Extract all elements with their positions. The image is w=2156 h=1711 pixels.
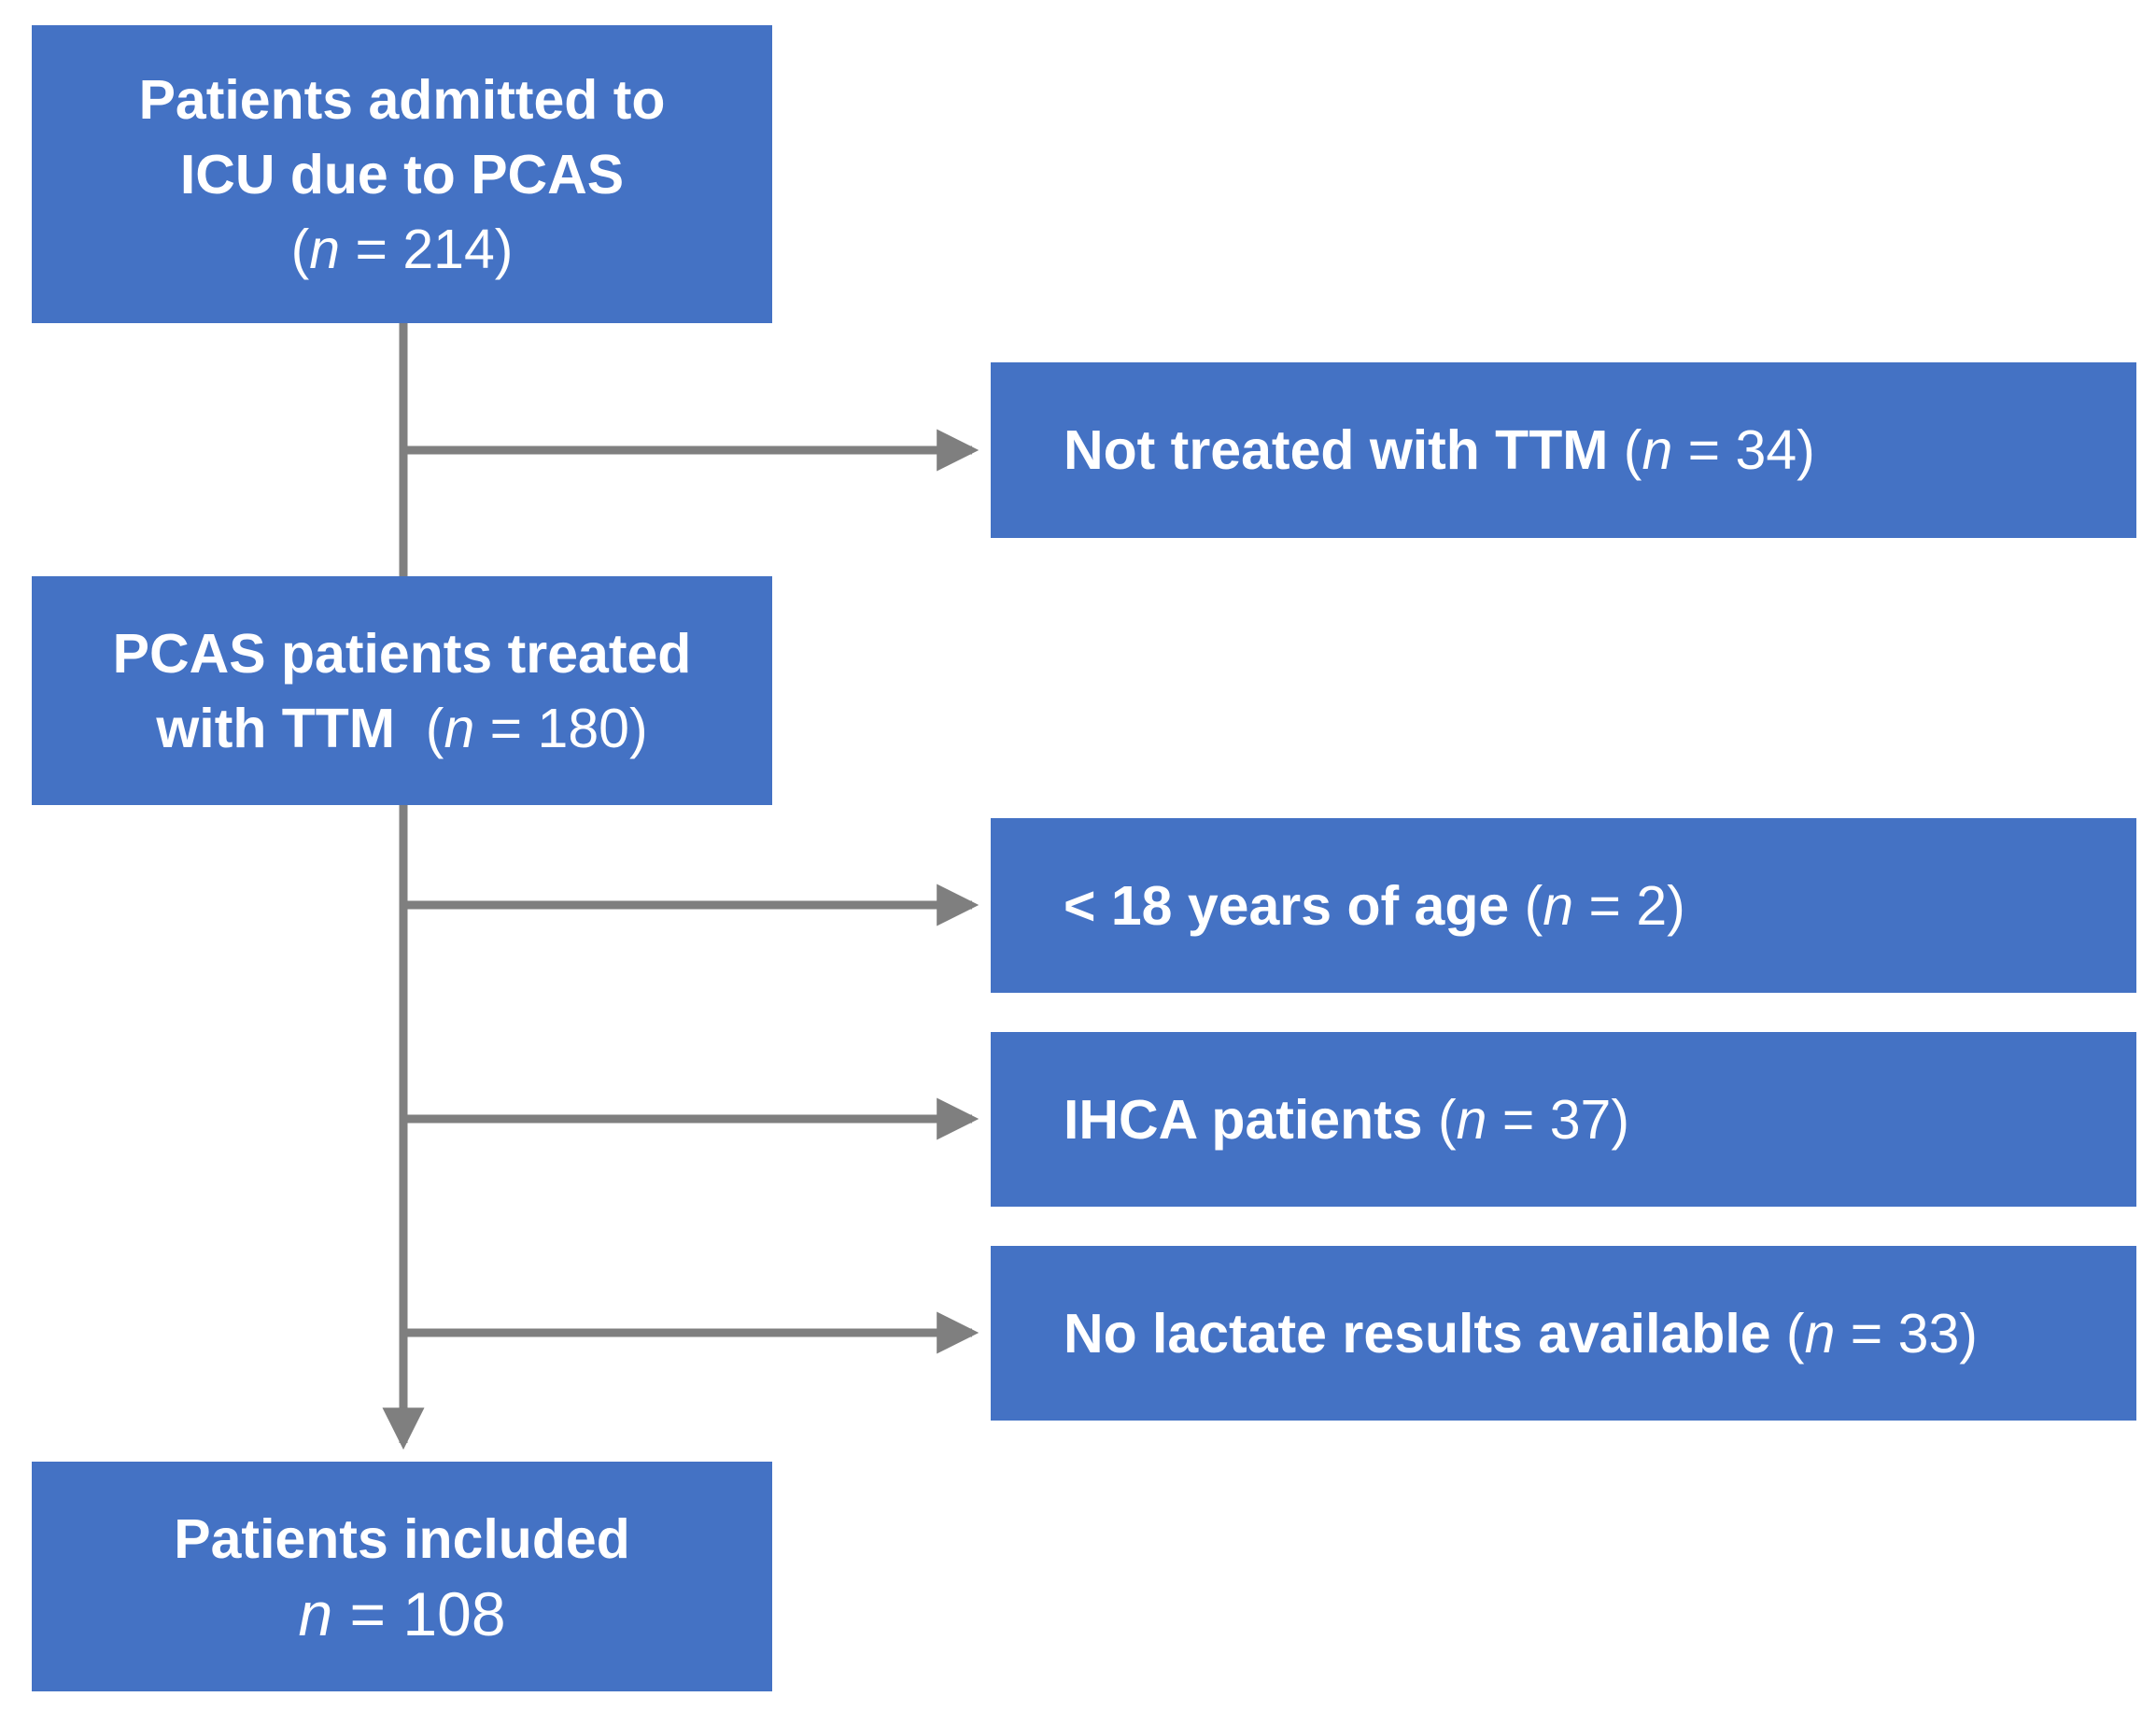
included-count: n = 108 xyxy=(298,1579,506,1648)
treated-title-line1: PCAS patients treated xyxy=(112,622,692,685)
included-patients-box: Patients included n = 108 xyxy=(32,1462,772,1691)
exclusion-lactate-box: No lactate results available (n = 33) xyxy=(991,1246,2136,1421)
included-title: Patients included xyxy=(174,1508,630,1570)
exclusion-age-box: < 18 years of age (n = 2) xyxy=(991,818,2136,993)
exclusion-not-ttm-label: Not treated with TTM (n = 34) xyxy=(1064,419,1815,481)
exclusion-ihca-label: IHCA patients (n = 37) xyxy=(1064,1088,1630,1151)
admitted-count: (n = 214) xyxy=(290,218,514,280)
exclusion-age-label: < 18 years of age (n = 2) xyxy=(1064,874,1685,937)
exclusion-ihca-box: IHCA patients (n = 37) xyxy=(991,1032,2136,1207)
admitted-patients-box: Patients admitted to ICU due to PCAS (n … xyxy=(32,25,772,323)
exclusion-lactate-label: No lactate results available (n = 33) xyxy=(1064,1302,1978,1365)
exclusion-not-ttm-box: Not treated with TTM (n = 34) xyxy=(991,362,2136,538)
treated-title-line2: with TTM (n = 180) xyxy=(156,697,648,759)
admitted-title-line2: ICU due to PCAS xyxy=(179,143,625,205)
admitted-title-line1: Patients admitted to xyxy=(138,68,666,131)
ttm-treated-box: PCAS patients treated with TTM (n = 180) xyxy=(32,576,772,805)
